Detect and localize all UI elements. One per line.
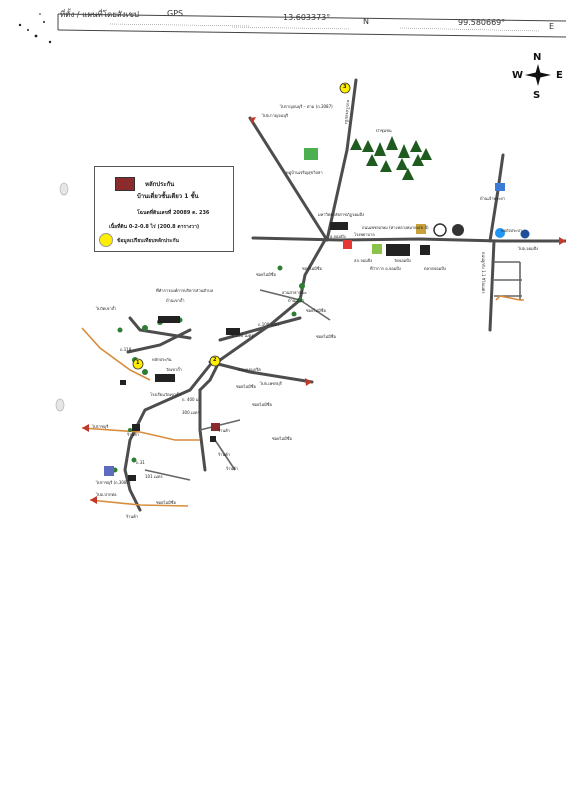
road-arrows <box>82 117 566 504</box>
compass-star-icon <box>525 64 551 86</box>
label-to-bottom-right: ไปอ.ปากท่อ <box>96 492 117 497</box>
label-shop-3: ร้านค้า <box>218 452 231 457</box>
main-roads <box>123 78 566 512</box>
label-soi-3: ซอยไม่มีชื่อ <box>306 308 326 313</box>
compass-south: S <box>533 90 541 101</box>
label-shop-1: ร้านค้า <box>127 432 140 437</box>
label-to-ratchaburi: ไปราชบุรี (ถ.3087) <box>96 480 131 485</box>
label-hospital: โรงพยาบาล <box>354 232 375 237</box>
label-park: สวนสาธารณะ <box>282 290 307 295</box>
gps-label: GPS <box>167 9 184 18</box>
collateral-house-icons <box>211 423 220 431</box>
label-village-left: บ้านเขาถ้ำ <box>166 298 185 303</box>
label-soi-4: ซอยไม่มีชื่อ <box>316 334 336 339</box>
map-legend: หลักประกัน บ้านเดี่ยวชั้นเดียว 1 ชั้น โฉ… <box>94 166 234 252</box>
legend-area: เนื้อที่ดิน 0-2-0.8 ไร่ (200.8 ตารางวา) <box>109 224 200 230</box>
label-bottom-soi: ซอยไม่มีชื่อ <box>156 500 176 505</box>
label-forest: ป่าชุมชน <box>376 128 392 133</box>
label-market: ตลาดจอมบึง <box>424 266 446 271</box>
label-shop-4: ร้านค้า <box>226 466 239 471</box>
label-bottom-shop: ร้านค้า <box>126 514 139 519</box>
label-right-village: บ้านเจ้าพระยา <box>480 196 505 201</box>
label-school: มหาวิทยาลัยราชภัฏจอมบึง <box>318 212 365 217</box>
compass-west: W <box>512 70 524 81</box>
punch-holes <box>55 182 69 412</box>
label-road-gate: ถนนลูกรัง 1.1 กิโลเมตร <box>481 252 486 294</box>
label-soi-1: ซอยไม่มีชื่อ <box>256 272 276 277</box>
label-temple: วัดจอมบึง <box>394 258 411 263</box>
scan-speckles <box>18 13 52 44</box>
orange-roads <box>81 295 524 507</box>
poi-icons <box>104 148 530 476</box>
label-soi-5: ซอยไม่มีชื่อ <box>236 384 256 389</box>
compass-east: E <box>556 70 563 81</box>
legend-house-title: หลักประกัน <box>145 181 175 188</box>
label-road-100: ถ.100 เมตร <box>258 322 280 327</box>
forest-trees <box>350 136 432 180</box>
label-road-101: 101 เมตร <box>145 474 163 479</box>
buildings <box>120 222 430 481</box>
comparison-markers <box>132 82 351 370</box>
latitude-direction: N <box>363 17 369 26</box>
compass-north: N <box>533 52 542 63</box>
header-lines <box>57 13 566 38</box>
label-sign-right: ไปจ.เพชรบุรี <box>260 381 282 386</box>
legend-deed: โฉนดที่ดินเลขที่ 20089 ต. 236 <box>137 210 210 216</box>
label-police: สภ.จอมบึง <box>354 258 373 263</box>
label-soi-6: ซอยไม่มีชื่อ <box>252 402 272 407</box>
label-soi-2: ซอยไม่มีชื่อ <box>302 266 322 271</box>
marker-3-number: 3 <box>343 84 347 90</box>
label-main-road: ถนนเพชรเกษม (ทางหลวงหมายเลข 4) <box>362 225 429 230</box>
label-road-118: ถ.118 <box>120 347 132 352</box>
label-shop-2: ร้านค้า <box>218 428 231 433</box>
longitude-value: 99.580669° <box>458 18 506 27</box>
label-soi-7: ซอยไม่มีชื่อ <box>272 436 292 441</box>
label-to-top-left: ไปจ.กาญจนบุรี <box>262 113 289 118</box>
label-left-road2: ไปราชบุรี <box>92 424 109 429</box>
legend-marker-swatch <box>99 233 113 247</box>
marker-2-number: 2 <box>213 357 217 363</box>
compass-rose: N S W E <box>512 52 564 102</box>
label-office: ที่ว่าการ อ.จอมบึง <box>370 266 401 271</box>
label-school-left: โรงเรียนวัดเขาถ้ำ <box>150 392 181 397</box>
bushes <box>112 265 305 473</box>
label-left-road: ไปวัดเขาถ้ำ <box>96 306 117 311</box>
label-water-tower: หอถังประปา <box>501 228 523 233</box>
label-temple-left: วัดเขาถ้ำ <box>166 367 182 372</box>
label-side-road: ถนนคอนกรีต <box>238 367 261 372</box>
marker-1-number: 1 <box>136 360 140 366</box>
label-road-200: ถ.200 เมตร <box>232 333 254 338</box>
label-district-center: ที่ทำการองค์การบริหารส่วนตำบล <box>156 288 214 293</box>
legend-house-swatch <box>115 177 135 191</box>
label-road-31: ถ.31 <box>136 460 145 465</box>
label-to-kanchanaburi-top: ไปกาญจนบุรี – ตาม (ถ.3087) <box>280 104 333 109</box>
legend-marker-text: ข้อมูลเปรียบเทียบหลักประกัน <box>117 238 179 244</box>
label-property: หลักประกัน <box>152 357 172 362</box>
label-house-right: บ้านเดี่ยว <box>288 298 305 303</box>
longitude-direction: E <box>549 22 555 31</box>
label-to-chombueng: ไปอ.จอมบึง <box>518 246 539 251</box>
label-road-400: ถ. 400 ม. <box>182 397 200 402</box>
legend-house-subtitle: บ้านเดี่ยวชั้นเดียว 1 ชั้น <box>137 193 199 200</box>
label-sub-district: อ.จอมบึง <box>330 234 346 239</box>
label-housing-village: หมู่บ้านเจริญสุขวิลล่า <box>286 170 323 175</box>
label-road-300: 300 เมตร <box>182 410 200 415</box>
